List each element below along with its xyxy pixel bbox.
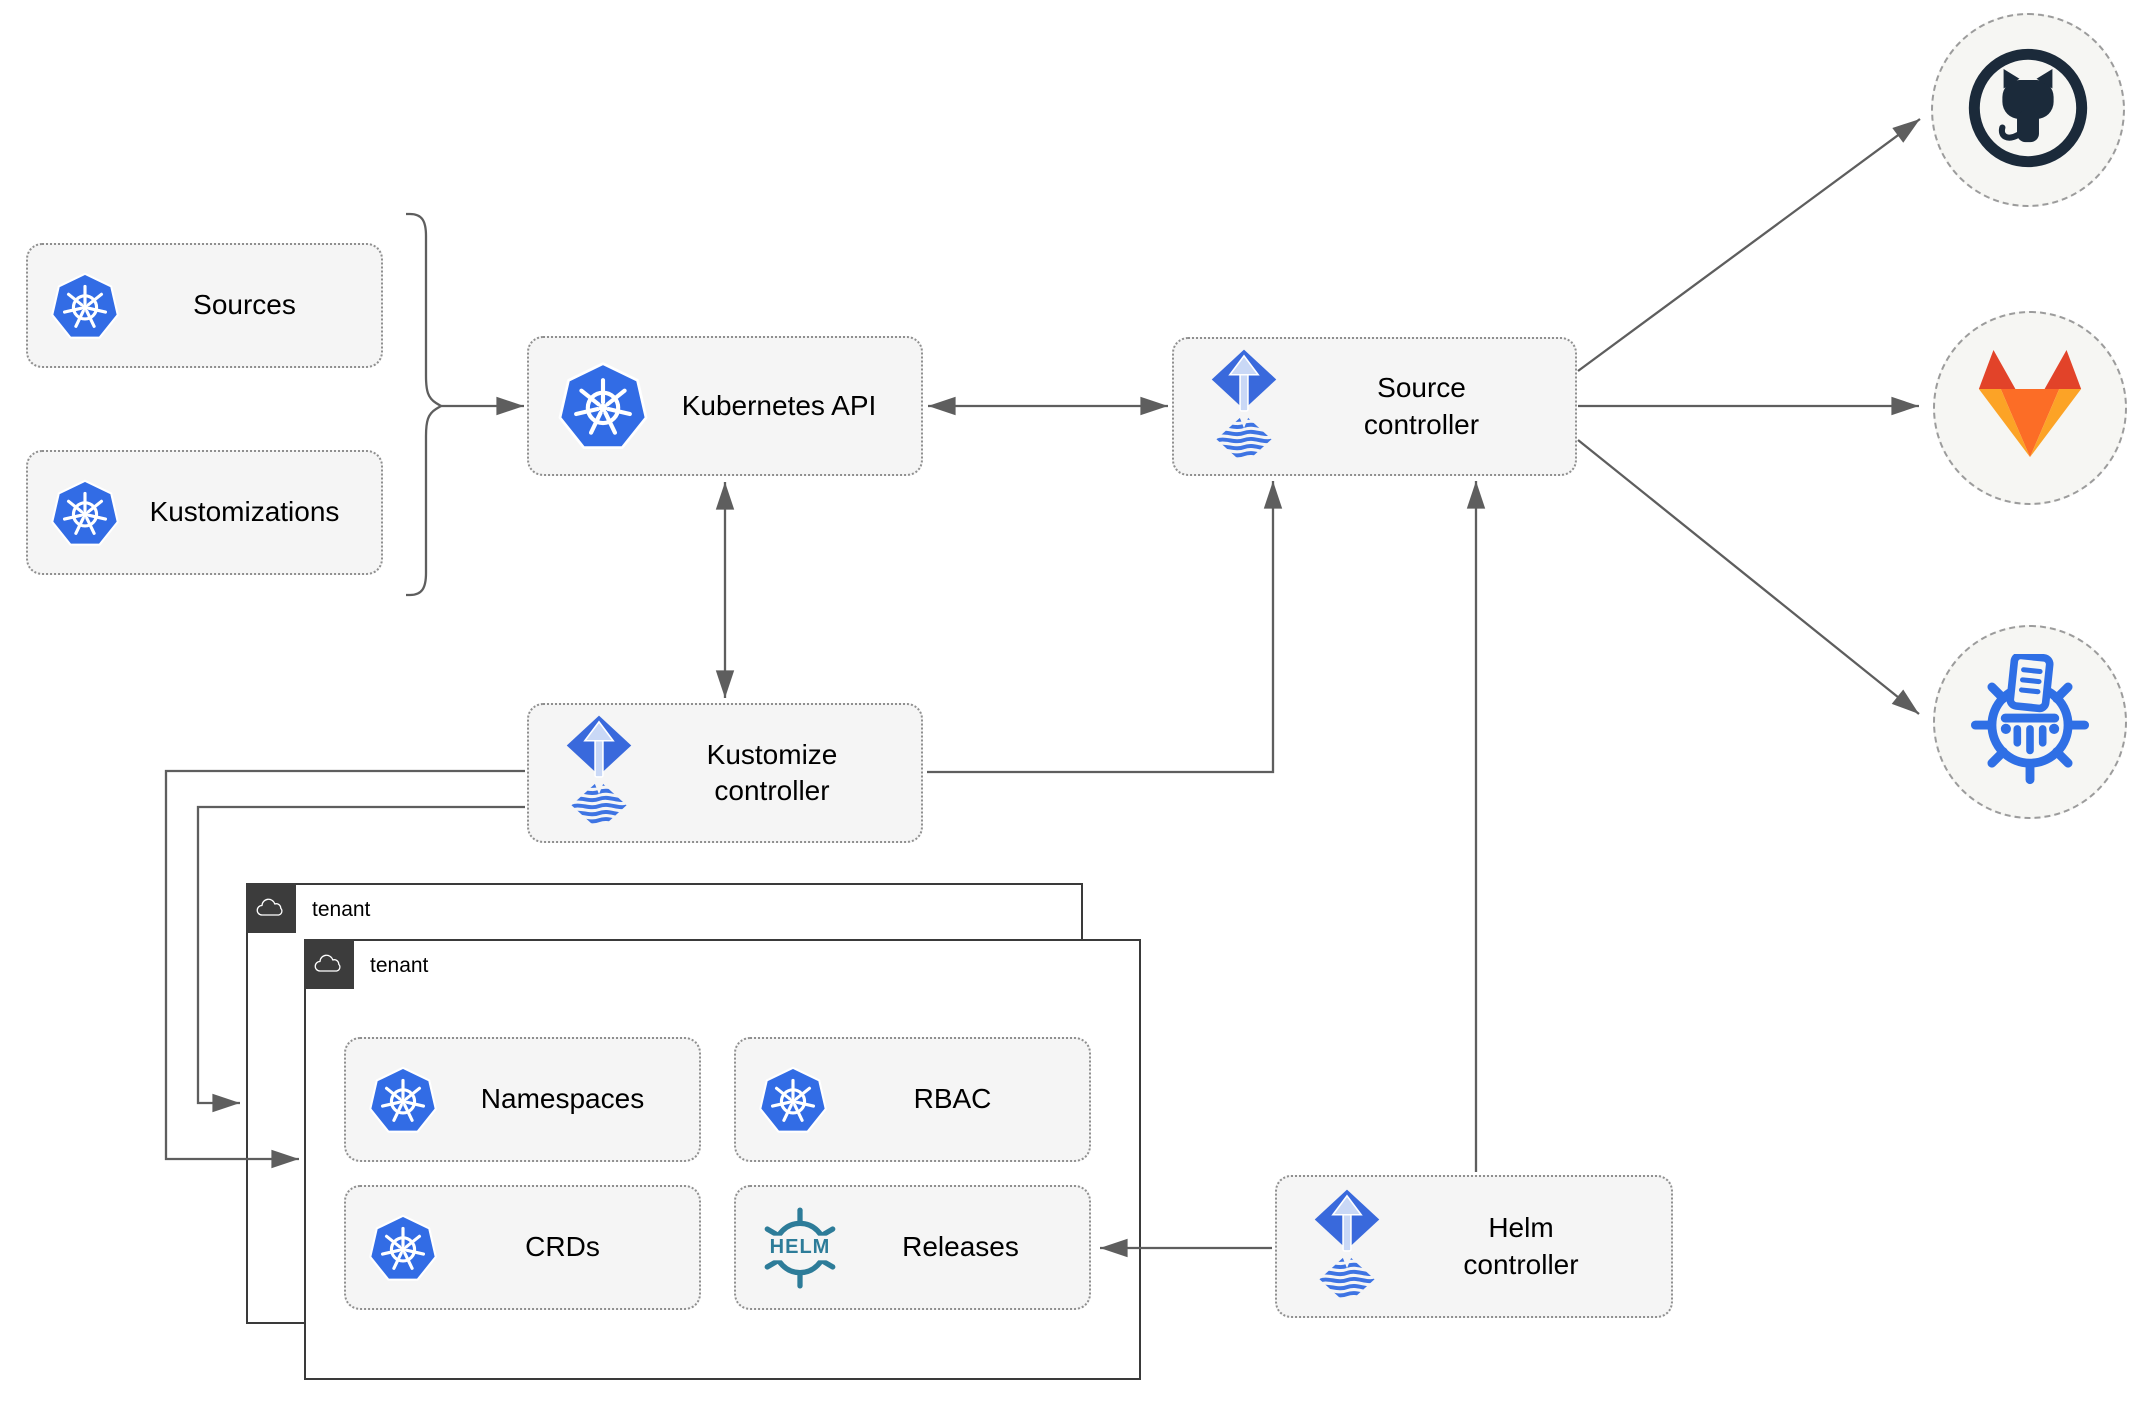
node-helm-controller-label: Helm controller xyxy=(1463,1212,1579,1280)
kubernetes-icon xyxy=(368,1213,438,1283)
helm-logo-text: HELM xyxy=(769,1235,831,1258)
node-kubernetes-api-label: Kubernetes API xyxy=(681,389,877,421)
edge-kustomize-source xyxy=(927,481,1283,774)
tenant-inner-box: tenant Namespaces RBAC CRDs HELM xyxy=(304,939,1141,1380)
node-namespaces-label: Namespaces xyxy=(480,1083,645,1115)
github-repository-circle xyxy=(1931,13,2125,207)
node-crds-label: CRDs xyxy=(525,1231,600,1263)
flux-icon xyxy=(1311,1188,1383,1306)
node-kubernetes-api: Kubernetes API xyxy=(527,336,923,476)
node-kustomizations-label: Kustomizations xyxy=(149,496,340,528)
tenant-inner-label: tenant xyxy=(370,954,429,977)
node-sources-label: Sources xyxy=(193,289,296,321)
cloud-icon xyxy=(246,883,296,933)
node-source-controller: Source controller xyxy=(1172,337,1577,476)
brace-sources-group xyxy=(406,212,444,597)
node-sources: Sources xyxy=(26,243,383,368)
node-kustomizations: Kustomizations xyxy=(26,450,383,575)
node-crds: CRDs xyxy=(344,1185,701,1310)
kubernetes-icon xyxy=(368,1065,438,1135)
flux-icon xyxy=(563,714,635,832)
kubernetes-icon xyxy=(50,271,120,341)
flux-icon xyxy=(1208,348,1280,466)
edge-source-chartmuseum xyxy=(1577,439,1920,715)
github-icon xyxy=(1967,47,2089,174)
chartmuseum-repository-circle xyxy=(1933,625,2127,819)
gitlab-repository-circle xyxy=(1933,311,2127,505)
node-releases-label: Releases xyxy=(902,1231,1019,1263)
gitlab-icon xyxy=(1969,350,2091,467)
node-helm-controller: Helm controller xyxy=(1275,1175,1673,1318)
node-rbac: RBAC xyxy=(734,1037,1091,1162)
node-namespaces: Namespaces xyxy=(344,1037,701,1162)
node-rbac-label: RBAC xyxy=(913,1083,992,1115)
node-kustomize-controller-label: Kustomize controller xyxy=(706,738,838,806)
node-releases: HELM Releases xyxy=(734,1185,1091,1310)
node-source-controller-label: Source controller xyxy=(1363,372,1480,440)
cloud-icon xyxy=(304,939,354,989)
chartmuseum-icon xyxy=(1966,654,2094,791)
helm-wheel-icon: HELM xyxy=(756,1204,844,1292)
kubernetes-icon xyxy=(758,1065,828,1135)
edge-source-github xyxy=(1577,118,1921,372)
node-kustomize-controller: Kustomize controller xyxy=(527,703,923,843)
tenant-outer-label: tenant xyxy=(312,898,371,921)
kubernetes-icon xyxy=(50,478,120,548)
kubernetes-icon xyxy=(557,360,649,452)
